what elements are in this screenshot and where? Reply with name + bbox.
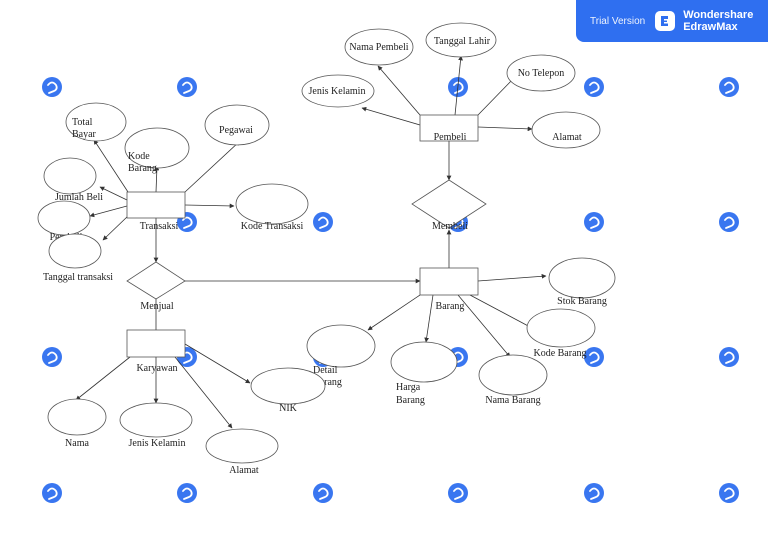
attr-harga-barang-label: Harga Barang [396, 382, 425, 406]
attr-kode-transaksi-shape[interactable] [235, 183, 309, 225]
attr-tanggal-transaksi-label: Tanggal transaksi [43, 272, 113, 283]
connectors-transaksi [89, 139, 241, 263]
attr-jumlah-beli-label: Jumlah Beli [55, 192, 103, 203]
entity-transaksi-label: Transaksi [140, 221, 179, 232]
attr-nik-shape[interactable] [250, 367, 326, 405]
brand-line-1: Wondershare [683, 9, 754, 21]
attr-nik-label: NIK [279, 403, 298, 414]
attr-kode-transaksi-label: Kode Transaksi [241, 221, 304, 232]
brand-name: Wondershare EdrawMax [683, 9, 753, 33]
relationship-membeli[interactable] [411, 179, 487, 229]
attr-tanggal-transaksi-shape[interactable] [48, 233, 102, 269]
entity-pembeli[interactable] [419, 114, 479, 142]
trial-version-banner[interactable]: Trial Version Wondershare EdrawMax [576, 0, 768, 42]
attr-detail-barang-label: Detail Barang [313, 365, 342, 388]
attr-nama-pembeli-shape[interactable] [344, 28, 414, 66]
attr-jenis-kelamin-pembeli-label: Jenis Kelamin [309, 86, 366, 97]
attr-nama-barang-shape[interactable] [478, 354, 548, 396]
brand-line-2: EdrawMax [683, 21, 738, 33]
attr-alamat-pembeli-shape[interactable] [531, 111, 601, 149]
entity-barang-label: Barang [436, 301, 465, 312]
attr-nama-pembeli-label: Nama Pembeli [349, 42, 408, 53]
attr-stok-barang-label: Stok Barang [557, 296, 607, 307]
attr-kode-barang-shape[interactable] [526, 308, 596, 348]
attr-alamat-karyawan-shape[interactable] [205, 428, 279, 464]
attr-pegawai-label: Pegawai [219, 125, 253, 136]
attr-total-bayar-label: Total Bayar [72, 117, 97, 140]
entity-barang[interactable] [419, 267, 479, 296]
entity-transaksi[interactable] [126, 191, 186, 219]
attr-stok-barang-shape[interactable] [548, 257, 616, 299]
attr-kode-barang-label: Kode Barang [533, 348, 586, 359]
attr-jenis-kelamin-pembeli-shape[interactable] [301, 74, 375, 108]
attr-no-telepon-shape[interactable] [506, 54, 576, 92]
attr-nama-label: Nama [65, 438, 89, 449]
relationship-menjual[interactable] [126, 261, 186, 300]
attr-jumlah-beli-shape[interactable] [43, 157, 97, 195]
edrawmax-logo-icon [655, 11, 676, 31]
entity-karyawan-label: Karyawan [136, 363, 177, 374]
entity-karyawan[interactable] [126, 329, 186, 358]
attr-detail-barang-shape[interactable] [306, 324, 376, 368]
trial-version-label: Trial Version [590, 15, 646, 27]
attr-jenis-kelamin-karyawan-label: Jenis Kelamin [129, 438, 186, 449]
connectors-barang [367, 229, 547, 358]
attr-total-bayar-shape[interactable] [65, 102, 127, 142]
attr-pembeli-shape[interactable] [37, 200, 91, 236]
attr-alamat-pembeli-label: Alamat [552, 132, 582, 143]
attr-nama-shape[interactable] [47, 398, 107, 436]
attr-nama-barang-label: Nama Barang [485, 395, 540, 406]
attr-tanggal-lahir-shape[interactable] [425, 22, 497, 58]
entity-pembeli-label: Pembeli [434, 132, 467, 143]
attr-tanggal-lahir-label: Tanggal Lahir [434, 36, 491, 47]
relationship-membeli-label: Membeli [432, 221, 468, 232]
attr-kode-barang-transaksi-shape[interactable] [124, 127, 190, 169]
attr-jenis-kelamin-karyawan-shape[interactable] [119, 402, 193, 438]
attr-alamat-karyawan-label: Alamat [229, 465, 259, 476]
attr-pegawai-shape[interactable] [204, 104, 270, 146]
connectors-pembeli [361, 55, 533, 181]
attr-harga-barang-shape[interactable] [390, 341, 458, 383]
attr-no-telepon-label: No Telepon [518, 68, 565, 79]
relationship-menjual-label: Menjual [140, 301, 174, 312]
attr-kode-barang-transaksi-label: Kode Barang [128, 151, 157, 174]
connectors-karyawan [75, 343, 251, 429]
